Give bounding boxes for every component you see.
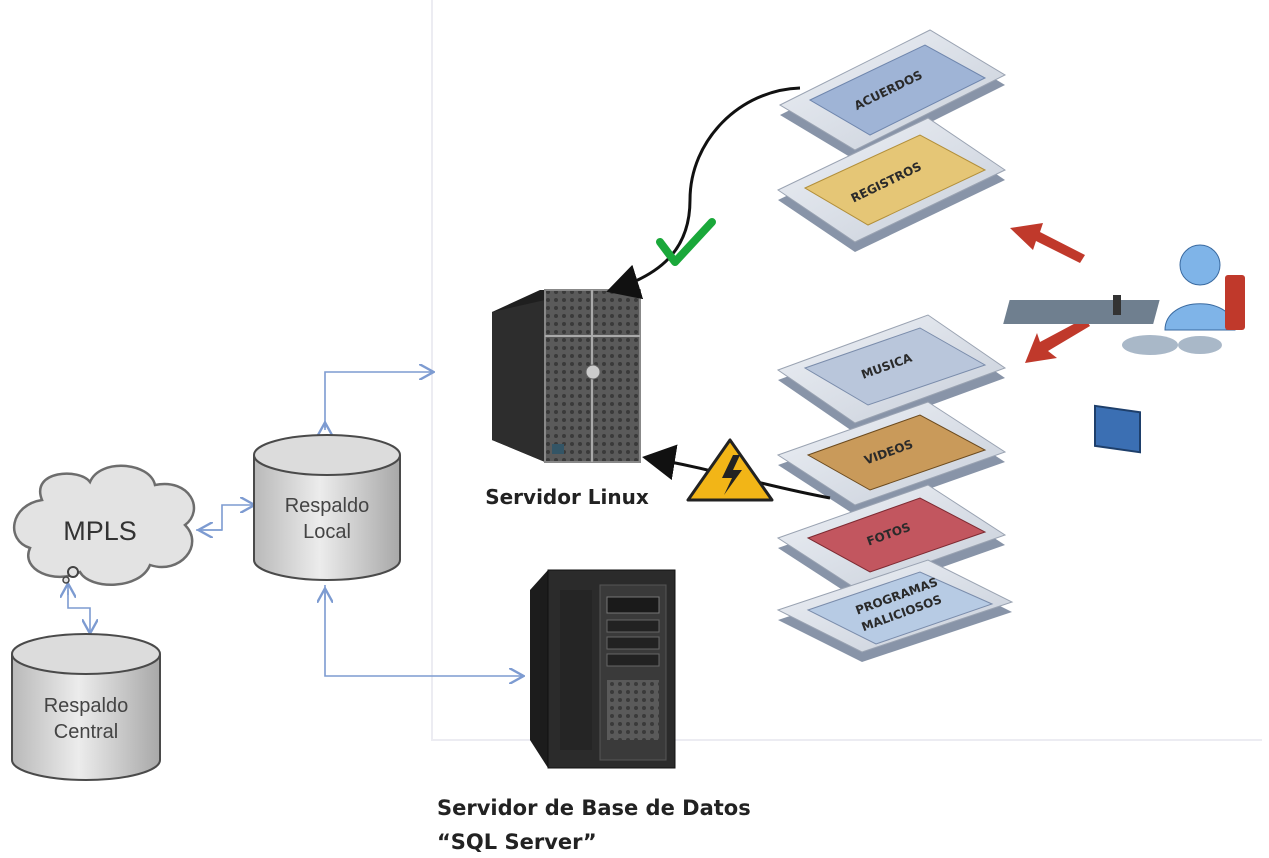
sql-server-icon bbox=[530, 569, 676, 769]
mpls-label: MPLS bbox=[63, 516, 137, 546]
linux-server-icon bbox=[492, 289, 641, 463]
folder-fotos: FOTOS bbox=[776, 484, 1007, 598]
respaldo-local-label-1: Respaldo bbox=[285, 495, 370, 517]
folder-videos: VIDEOS bbox=[776, 401, 1007, 515]
connector-mpls-central bbox=[67, 590, 90, 632]
mpls-cloud: MPLS bbox=[12, 464, 196, 586]
folder-programas-maliciosos: PROGRAMAS MALICIOSOS bbox=[776, 559, 1014, 662]
connector-mpls-local bbox=[196, 505, 253, 531]
folder-acuerdos: ACUERDOS bbox=[778, 29, 1007, 160]
allowed-arrow bbox=[606, 86, 801, 300]
linux-server-label: Servidor Linux bbox=[485, 485, 649, 509]
respaldo-central-cylinder: Respaldo Central bbox=[11, 633, 161, 781]
request-arrows bbox=[1010, 223, 1090, 363]
green-check-icon bbox=[656, 218, 716, 266]
user-workstation-icon bbox=[1003, 244, 1245, 454]
folder-registros: REGISTROS bbox=[776, 117, 1007, 252]
connector-local-linux bbox=[324, 372, 432, 428]
respaldo-local-label-2: Local bbox=[303, 521, 351, 543]
respaldo-local-cylinder: Respaldo Local bbox=[253, 434, 401, 581]
connectors bbox=[68, 372, 522, 676]
warning-lightning-icon bbox=[686, 438, 774, 502]
folder-musica: MUSICA bbox=[776, 314, 1007, 433]
panel-border bbox=[431, 0, 1262, 741]
sql-server-label-1: Servidor de Base de Datos bbox=[437, 796, 751, 820]
sql-server-label-2: “SQL Server” bbox=[437, 830, 597, 854]
respaldo-central-label-2: Central bbox=[54, 721, 118, 743]
connector-local-sql bbox=[324, 585, 522, 676]
respaldo-central-label-1: Respaldo bbox=[44, 695, 129, 717]
